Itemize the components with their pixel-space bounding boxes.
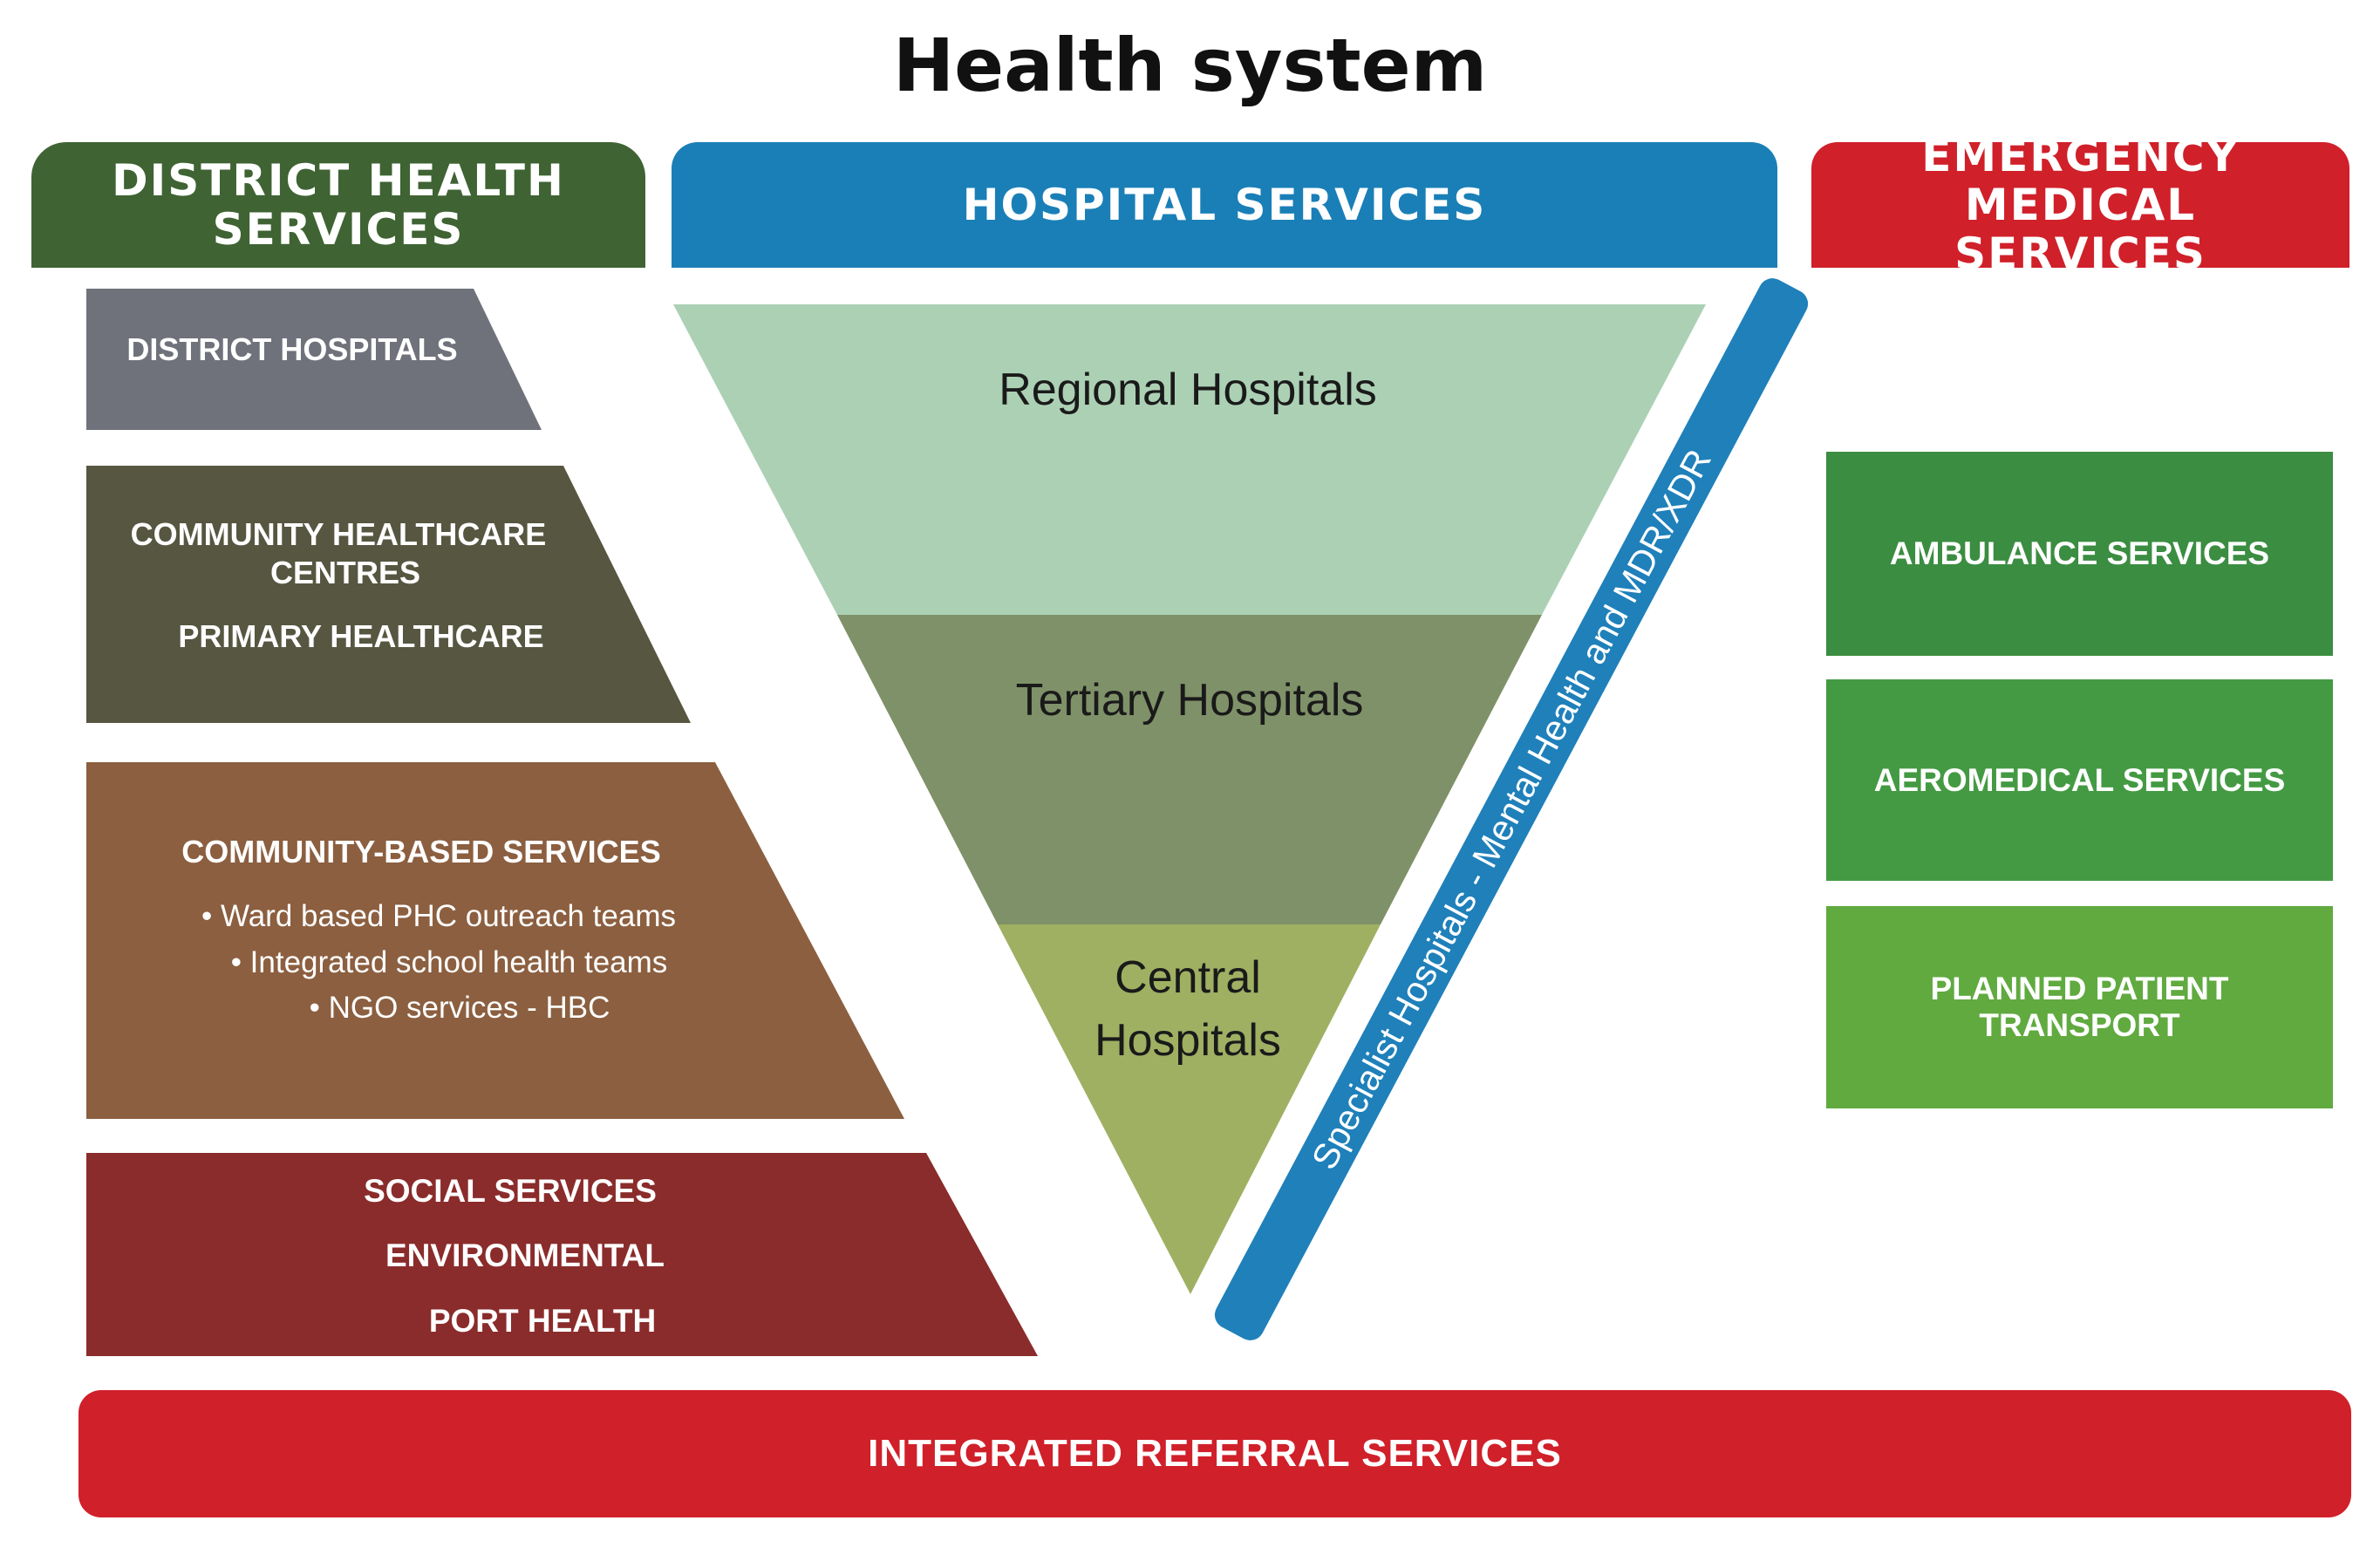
integrated-referral-services-bar: INTEGRATED REFERRAL SERVICES	[78, 1390, 2351, 1517]
hospital-header-label: HOSPITAL SERVICES	[962, 180, 1487, 230]
aeromedical-services-label: AEROMEDICAL SERVICES	[1873, 761, 2286, 798]
bullet-ngo-services: • NGO services - HBC	[310, 991, 610, 1025]
central-hospitals-label-2: Hospitals	[1095, 1015, 1281, 1066]
community-based-services-label: COMMUNITY-BASED SERVICES	[181, 834, 660, 869]
regional-hospitals-tier	[673, 304, 1706, 615]
social-services-block	[86, 1153, 1038, 1356]
hospital-services-header: HOSPITAL SERVICES	[672, 142, 1777, 268]
port-health-label: PORT HEALTH	[429, 1303, 656, 1339]
emergency-medical-services-header: EMERGENCY MEDICAL SERVICES	[1811, 132, 2349, 278]
district-header-line-1: DISTRICT HEALTH	[112, 155, 565, 206]
district-hospitals-block	[86, 289, 542, 430]
primary-healthcare-label: PRIMARY HEALTHCARE	[178, 618, 543, 654]
community-centres-label-1: COMMUNITY HEALTHCARE	[131, 516, 547, 552]
environmental-label: ENVIRONMENTAL	[385, 1238, 665, 1273]
aeromedical-services-box: AEROMEDICAL SERVICES	[1826, 679, 2333, 881]
diagram-title: Health system	[892, 23, 1488, 108]
ambulance-services-box: AMBULANCE SERVICES	[1826, 452, 2333, 656]
community-healthcare-block	[86, 466, 691, 723]
ems-header-line-2: SERVICES	[1954, 228, 2206, 279]
tertiary-hospitals-label: Tertiary Hospitals	[1016, 675, 1364, 726]
bullet-ward-based-teams: • Ward based PHC outreach teams	[201, 899, 676, 933]
central-hospitals-tier	[998, 924, 1381, 1294]
district-health-services-header: DISTRICT HEALTH SERVICES	[31, 142, 645, 268]
planned-transport-line-2: TRANSPORT	[1979, 1007, 2180, 1043]
bullet-school-health-teams: • Integrated school health teams	[231, 945, 668, 979]
specialist-band-shape	[1214, 278, 1809, 1340]
district-hospitals-label: DISTRICT HOSPITALS	[126, 331, 457, 367]
community-centres-label-2: CENTRES	[270, 555, 420, 590]
social-services-label: SOCIAL SERVICES	[364, 1173, 657, 1209]
regional-hospitals-label: Regional Hospitals	[999, 365, 1377, 415]
community-based-services-block	[86, 762, 904, 1119]
integrated-referral-services-label: INTEGRATED REFERRAL SERVICES	[868, 1432, 1562, 1475]
ems-header-line-1: EMERGENCY MEDICAL	[1921, 131, 2240, 230]
planned-patient-transport-box: PLANNED PATIENT TRANSPORT	[1826, 906, 2333, 1108]
ambulance-services-label: AMBULANCE SERVICES	[1889, 535, 2270, 571]
district-header-line-2: SERVICES	[212, 204, 465, 255]
central-hospitals-label-1: Central	[1115, 952, 1261, 1003]
tertiary-hospitals-tier	[837, 615, 1542, 924]
planned-transport-line-1: PLANNED PATIENT	[1930, 971, 2229, 1006]
